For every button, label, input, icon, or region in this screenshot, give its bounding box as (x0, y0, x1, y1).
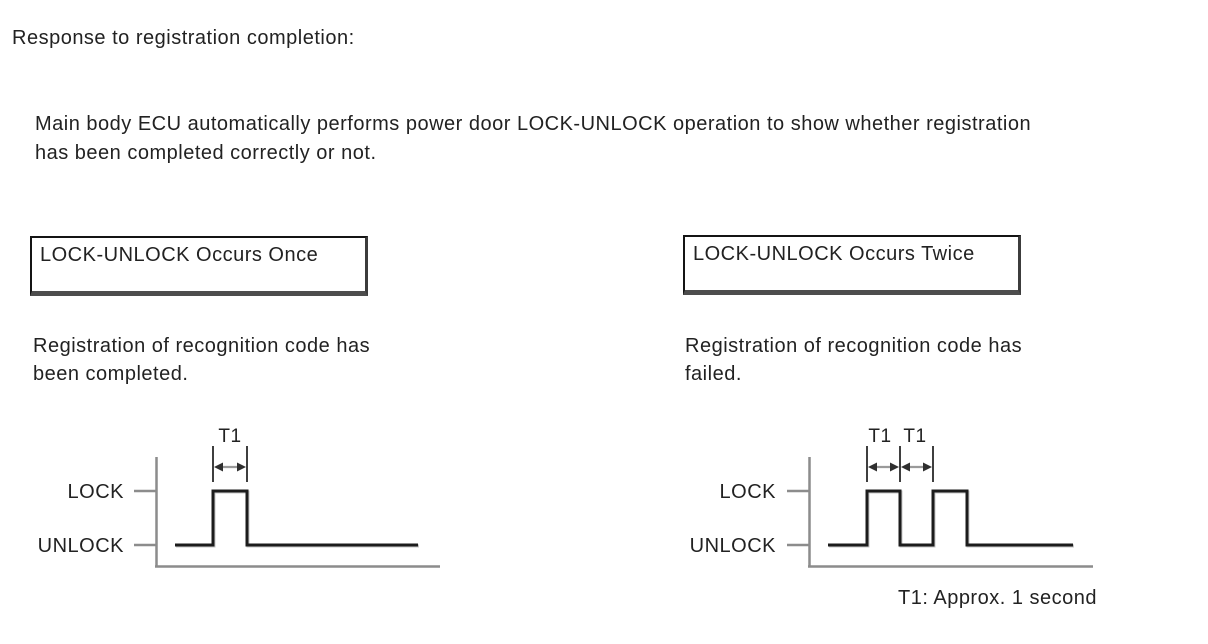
intro-text: Main body ECU automatically performs pow… (35, 113, 1032, 164)
timing-diagram-once: LOCK UNLOCK T1 (38, 426, 440, 568)
arrow-right-icon (890, 462, 899, 472)
unlock-label: UNLOCK (690, 535, 777, 557)
timing-diagram-twice: LOCK UNLOCK T1 T1 (690, 426, 1093, 568)
lock-label: LOCK (720, 481, 777, 503)
arrow-left-icon (901, 462, 910, 472)
unlock-label: UNLOCK (38, 535, 125, 557)
arrow-left-icon (868, 462, 877, 472)
result-box-once-label: LOCK-UNLOCK Occurs Once (40, 244, 319, 266)
t1-label: T1 (218, 426, 241, 447)
page-title: Response to registration completion: (12, 27, 355, 49)
result-box-twice: LOCK-UNLOCK Occurs Twice (683, 235, 1021, 295)
t1-note: T1: Approx. 1 second (898, 587, 1098, 609)
waveform (828, 489, 1073, 547)
result-text-twice: Registration of recognition code has fai… (685, 335, 1023, 385)
lock-label: LOCK (68, 481, 125, 503)
arrow-left-icon (214, 462, 223, 472)
arrow-right-icon (237, 462, 246, 472)
arrow-right-icon (923, 462, 932, 472)
result-text-once: Registration of recognition code has bee… (33, 335, 371, 385)
waveform (175, 489, 418, 547)
t1-label: T1 (903, 426, 926, 447)
result-box-once: LOCK-UNLOCK Occurs Once (30, 236, 368, 296)
result-box-twice-label: LOCK-UNLOCK Occurs Twice (693, 243, 975, 265)
t1-label: T1 (868, 426, 891, 447)
